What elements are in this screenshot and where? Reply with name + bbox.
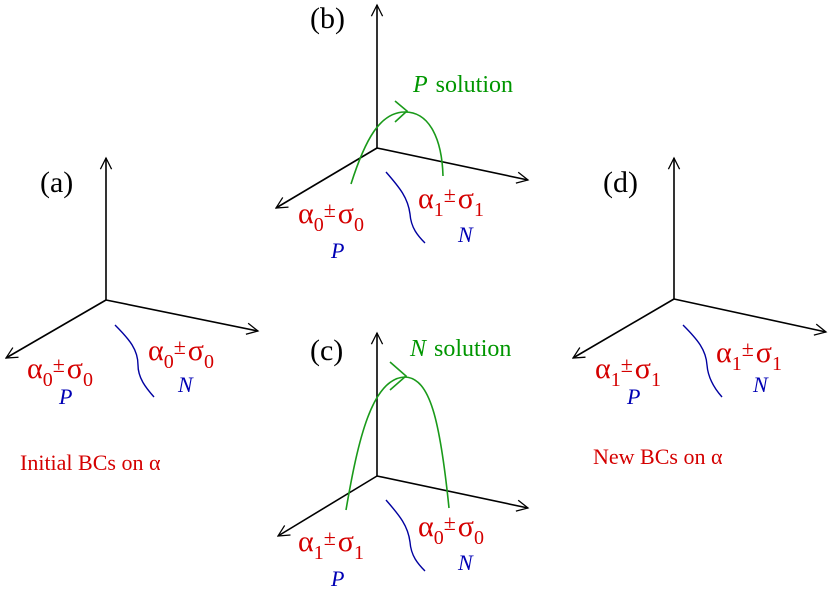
left-bc-c: α1±σ1 [298, 525, 364, 564]
right-axis-arrow-icon [376, 147, 530, 184]
left-axis-arrow-icon [571, 298, 675, 359]
caption-initial-bcs: Initial BCs on α [20, 450, 161, 475]
p-n-boundary-curve [385, 499, 426, 572]
right-bc-d: α1±σ1 [716, 336, 782, 375]
right-axis-arrow-icon [376, 475, 530, 512]
axes-a [4, 156, 260, 359]
axes-c [276, 331, 530, 537]
region-n-label: N [457, 550, 474, 575]
region-n-label: N [457, 222, 474, 247]
panel-d-label: (d) [603, 166, 638, 199]
solution-curve [350, 111, 444, 185]
right-bc-c: α0±σ0 [418, 510, 484, 549]
left-bc-d: α1±σ1 [595, 352, 661, 391]
left-axis-arrow-icon [4, 299, 107, 359]
p-n-boundary-curve [114, 324, 155, 398]
solution-curve [345, 376, 450, 511]
region-p-label: P [58, 384, 72, 409]
region-p-label: P [330, 238, 344, 263]
left-bc-b: α0±σ0 [298, 197, 364, 236]
left-axis-arrow-icon [276, 475, 378, 537]
solution-direction-arrow-icon [389, 361, 408, 391]
panel-b-label: (b) [310, 2, 345, 35]
panel-a: (a) α0±σ0 α0±σ0 P N Initial BCs on α [4, 156, 260, 475]
right-axis-arrow-icon [105, 299, 260, 335]
panel-a-label: (a) [40, 166, 73, 199]
left-bc-a: α0±σ0 [27, 352, 93, 391]
solution-direction-arrow-icon [394, 100, 409, 123]
axes-d [571, 156, 828, 359]
right-bc-b: α1±σ1 [418, 182, 484, 221]
region-p-label: P [330, 566, 344, 589]
right-bc-a: α0±σ0 [148, 334, 214, 373]
caption-new-bcs: New BCs on α [593, 444, 723, 469]
right-axis-arrow-icon [673, 298, 828, 336]
region-n-label: N [752, 372, 769, 397]
region-n-label: N [177, 372, 194, 397]
panel-d: (d) α1±σ1 α1±σ1 P N New BCs on α [571, 156, 828, 469]
region-p-label: P [626, 384, 640, 409]
panel-c-label: (c) [310, 334, 343, 367]
p-n-boundary-curve [385, 171, 426, 244]
p-n-boundary-curve [682, 324, 723, 398]
